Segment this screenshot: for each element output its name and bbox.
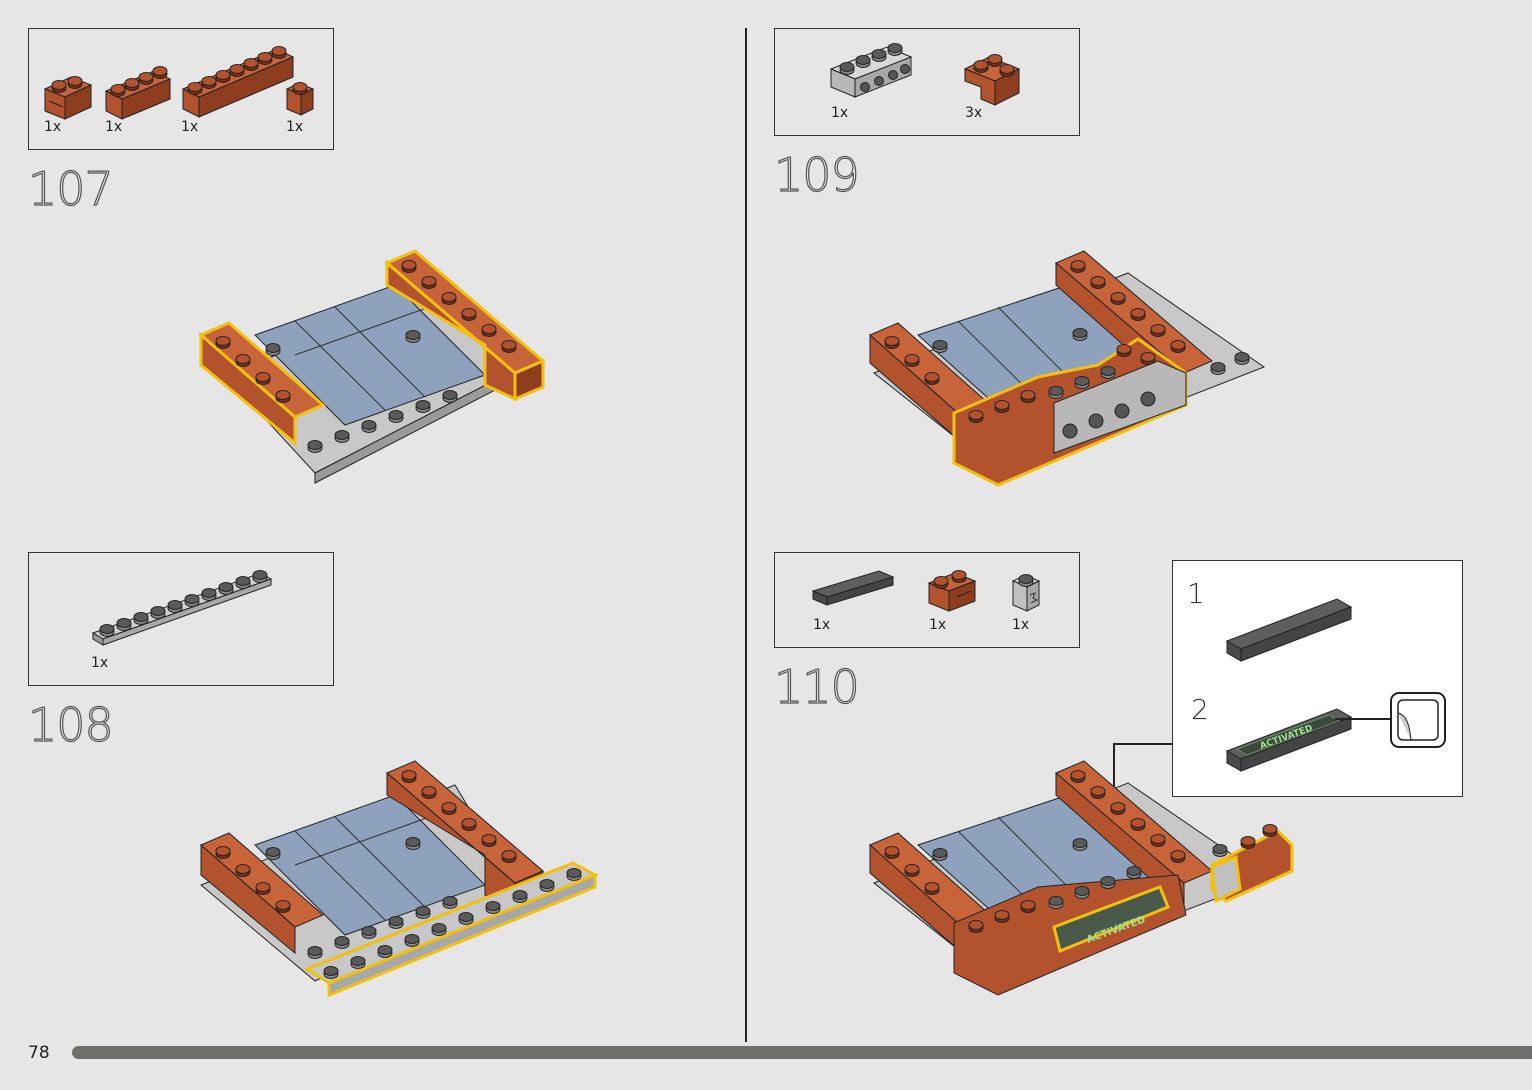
brick-1x4 xyxy=(104,65,174,125)
part-qty: 1x xyxy=(831,105,848,121)
technic-brick-1x4 xyxy=(829,43,919,103)
part-qty: 1x xyxy=(44,119,61,135)
sub-step-1: 1 xyxy=(1187,577,1205,610)
step-number-108: 108 xyxy=(28,698,113,752)
model-step-110: ACTIVATED xyxy=(868,755,1308,1005)
part-qty: 1x xyxy=(91,655,108,671)
tile-1x4-dark-gray xyxy=(1225,595,1365,665)
step-number-110: 110 xyxy=(774,660,859,714)
model-step-108 xyxy=(195,755,615,1005)
sticker-icon xyxy=(1389,691,1447,749)
part-qty: 1x xyxy=(105,119,122,135)
part-qty: 1x xyxy=(181,119,198,135)
tile-1x4-dark-gray xyxy=(811,569,901,609)
part-qty: 1x xyxy=(286,119,303,135)
printed-brick-1x1-gray xyxy=(1009,571,1049,621)
part-qty: 1x xyxy=(813,617,830,633)
page-number: 78 xyxy=(28,1043,50,1063)
progress-bar xyxy=(72,1046,1532,1059)
brick-1x8 xyxy=(181,45,301,115)
parts-box-step-109: 1x 3x xyxy=(774,28,1080,136)
brick-1x1 xyxy=(285,79,325,119)
sub-step-2: 2 xyxy=(1191,693,1209,726)
step-number-109: 109 xyxy=(774,148,859,202)
parts-box-step-108: 1x xyxy=(28,552,334,686)
model-step-109 xyxy=(868,245,1268,495)
part-qty: 3x xyxy=(965,105,982,121)
brick-corner-2x2 xyxy=(963,51,1033,111)
step-number-107: 107 xyxy=(28,162,113,216)
parts-box-step-110: 1x 1x 1x xyxy=(774,552,1080,648)
model-step-107 xyxy=(195,245,555,485)
part-qty: 1x xyxy=(1012,617,1029,633)
page-divider xyxy=(745,28,747,1042)
brick-1x2-with-grille xyxy=(927,567,983,617)
part-qty: 1x xyxy=(929,617,946,633)
sticker-pointer-line xyxy=(1335,717,1395,727)
plate-1x10 xyxy=(89,567,289,647)
parts-box-step-107: 1x 1x 1x 1x xyxy=(28,28,334,150)
